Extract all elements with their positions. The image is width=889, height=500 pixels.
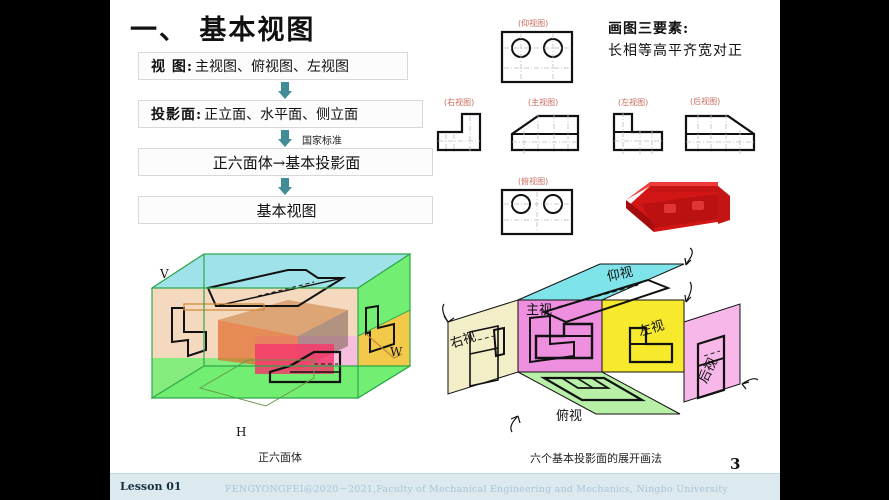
plane-label-down: 俯视 bbox=[556, 408, 582, 424]
unfolded-planes-diagram: 仰视 主视 右视 左视 后视 俯视 bbox=[440, 244, 776, 444]
page-title: 一、 基本视图 bbox=[130, 15, 316, 46]
bottom-view-drawing bbox=[498, 186, 576, 238]
plane-label-up: 仰视 bbox=[606, 265, 635, 285]
label-front-view: (主视图) bbox=[528, 98, 559, 107]
cube-label-v: V bbox=[159, 267, 169, 281]
flow-arrow-2 bbox=[278, 130, 292, 147]
caption-unfolded: 六个基本投影面的展开画法 bbox=[530, 452, 662, 465]
cube-diagram: V W H bbox=[138, 248, 424, 444]
rear-view-drawing bbox=[678, 108, 764, 160]
flow-box-cube-text: 正六面体→基本投影面 bbox=[212, 153, 361, 172]
flow-box-views: 视 图: 主视图、俯视图、左视图 bbox=[138, 52, 408, 80]
right-view-drawing bbox=[436, 108, 498, 160]
flow-box-planes-text: 正立面、水平面、侧立面 bbox=[204, 107, 359, 123]
flow-box-views-text: 主视图、俯视图、左视图 bbox=[195, 59, 350, 75]
left-view-drawing bbox=[610, 108, 676, 160]
flow-box-planes-lead: 投影面: bbox=[151, 107, 203, 123]
flow-arrow-note: 国家标准 bbox=[302, 136, 342, 147]
label-top-view: (仰视图) bbox=[518, 19, 549, 28]
label-rear-view: (后视图) bbox=[690, 97, 721, 106]
drawing-principles-text: 长相等高平齐宽对正 bbox=[608, 43, 743, 59]
flow-box-cube: 正六面体→基本投影面 bbox=[138, 148, 433, 176]
cube-label-w: W bbox=[390, 345, 403, 359]
footer-lesson-label: Lesson 01 bbox=[120, 480, 182, 493]
letterbox-right bbox=[780, 0, 889, 500]
flow-box-planes: 投影面: 正立面、水平面、侧立面 bbox=[138, 100, 423, 128]
page-number: 3 bbox=[730, 455, 741, 473]
label-right-view: (右视图) bbox=[444, 98, 475, 107]
label-bottom-view: (俯视图) bbox=[518, 177, 549, 186]
letterbox-left bbox=[0, 0, 110, 500]
flow-arrow-1 bbox=[278, 82, 292, 99]
footer-credit: FENGYONGFEI@2020－2021,Faculty of Mechani… bbox=[225, 484, 728, 495]
flow-box-views-lead: 视 图: bbox=[151, 59, 194, 75]
top-view-drawing bbox=[498, 28, 576, 86]
red-solid-model bbox=[620, 178, 735, 240]
caption-cube: 正六面体 bbox=[258, 451, 302, 464]
slide-canvas: 一、 基本视图 视 图: 主视图、俯视图、左视图 投影面: 正立面、水平面、侧立… bbox=[110, 0, 780, 500]
flow-box-basic-views-text: 基本视图 bbox=[256, 201, 317, 220]
plane-label-front: 主视 bbox=[526, 303, 552, 318]
flow-arrow-3 bbox=[278, 178, 292, 195]
label-left-view: (左视图) bbox=[618, 98, 649, 107]
drawing-principles-title: 画图三要素: bbox=[608, 21, 690, 37]
cube-label-h: H bbox=[236, 425, 246, 439]
front-view-drawing bbox=[508, 108, 594, 160]
slide-footer: Lesson 01 FENGYONGFEI@2020－2021,Faculty … bbox=[110, 473, 780, 500]
plane-label-left: 左视 bbox=[637, 318, 666, 340]
flow-box-basic-views: 基本视图 bbox=[138, 196, 433, 224]
